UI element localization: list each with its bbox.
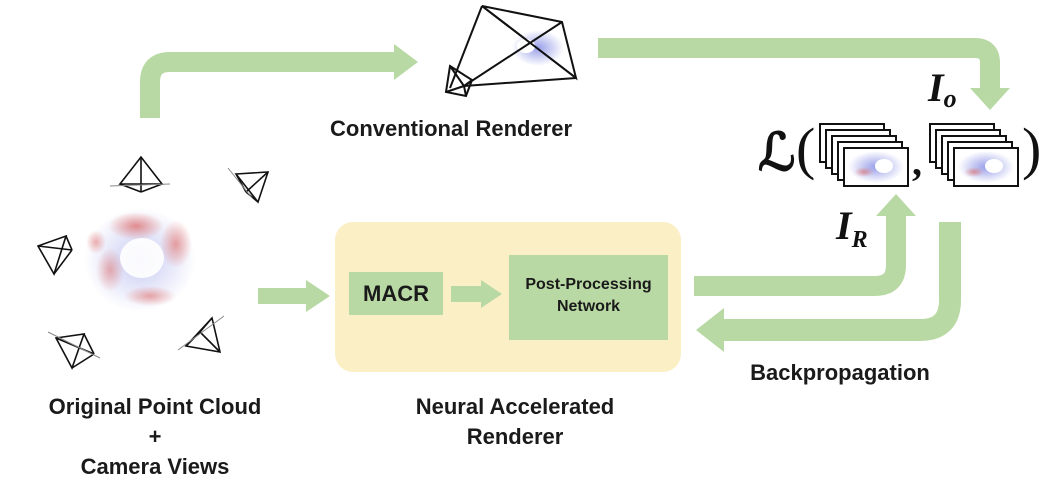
io-main: I xyxy=(928,65,944,110)
camera-frustum-icon xyxy=(444,5,578,98)
io-subscript: o xyxy=(943,84,957,113)
ir-subscript: R xyxy=(851,227,868,253)
original-point-cloud-label: Original Point Cloud xyxy=(48,394,262,419)
camera-frustum-icon xyxy=(36,234,73,276)
post-processing-line2: Network xyxy=(556,298,621,315)
camera-frustum-icon xyxy=(227,167,270,204)
ir-main: I xyxy=(836,203,852,248)
loss-symbol: ℒ xyxy=(758,125,796,182)
loss-close-paren: ) xyxy=(1022,116,1042,181)
io-symbol: Io xyxy=(928,66,957,115)
arrow-icon xyxy=(258,280,330,312)
image-stack-icon xyxy=(819,123,909,187)
renderer-label: Renderer xyxy=(466,424,564,449)
arrow-icon xyxy=(694,194,916,296)
point-cloud-icon xyxy=(84,208,196,312)
backpropagation-label: Backpropagation xyxy=(750,360,930,385)
camera-frustum-icon xyxy=(109,155,171,193)
ir-symbol: IR xyxy=(836,204,868,254)
arrow-icon xyxy=(598,38,1010,110)
plus-label: + xyxy=(148,424,162,449)
loss-comma: , xyxy=(912,139,922,184)
arrow-icon xyxy=(451,280,502,308)
neural-accelerated-label: Neural Accelerated xyxy=(415,394,615,419)
camera-frustum-icon xyxy=(177,315,225,353)
arrow-icon xyxy=(140,44,418,118)
camera-frustum-icon xyxy=(47,331,101,370)
post-processing-label: Post-Processing Network xyxy=(509,274,668,318)
macr-label: MACR xyxy=(363,280,429,306)
arrow-icon xyxy=(696,222,961,352)
loss-open-paren: ( xyxy=(796,116,816,181)
post-processing-box xyxy=(509,255,668,340)
camera-views-label: Camera Views xyxy=(80,454,230,479)
post-processing-line1: Post-Processing xyxy=(525,276,652,293)
conventional-renderer-label: Conventional Renderer xyxy=(330,116,573,141)
macr-box xyxy=(349,272,443,315)
image-stack-icon xyxy=(929,123,1019,187)
